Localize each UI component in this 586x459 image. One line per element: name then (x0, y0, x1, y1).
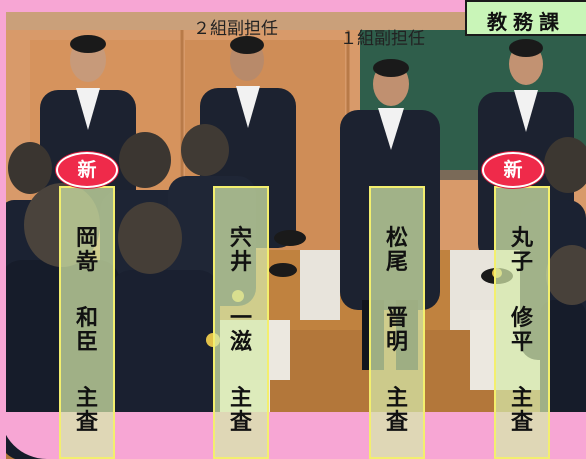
new-badge: 新 (482, 152, 544, 188)
teacher-given-name: 和臣 (75, 305, 98, 355)
teacher-surname: 岡嵜 (75, 225, 98, 275)
teacher-given-name: 一滋 (229, 305, 252, 355)
name-banner: 松尾 晋明 主査 (369, 186, 425, 459)
teacher-surname: 宍井 (229, 225, 252, 275)
teacher-given-name: 晋明 (385, 305, 408, 355)
teacher-title: 主査 (229, 385, 252, 435)
caption-left: ２組副担任 (193, 19, 278, 39)
teacher-title: 主査 (510, 385, 533, 435)
department-label: 教務課 (465, 0, 586, 36)
teacher-title: 主査 (385, 385, 408, 435)
teacher-given-name: 修平 (510, 305, 533, 355)
name-banner: 丸子 修平 主査 (494, 186, 550, 459)
frame-border-left (0, 0, 6, 459)
teacher-title: 主査 (75, 385, 98, 435)
teacher-surname: 丸子 (510, 225, 533, 275)
name-banner: 宍井 一滋 主査 (213, 186, 269, 459)
new-badge: 新 (56, 152, 118, 188)
name-banner: 岡嵜 和臣 主査 (59, 186, 115, 459)
teacher-surname: 松尾 (385, 225, 408, 275)
caption-right: １組副担任 (340, 29, 425, 49)
frame-border-top (0, 0, 586, 12)
student-figure (110, 202, 220, 459)
